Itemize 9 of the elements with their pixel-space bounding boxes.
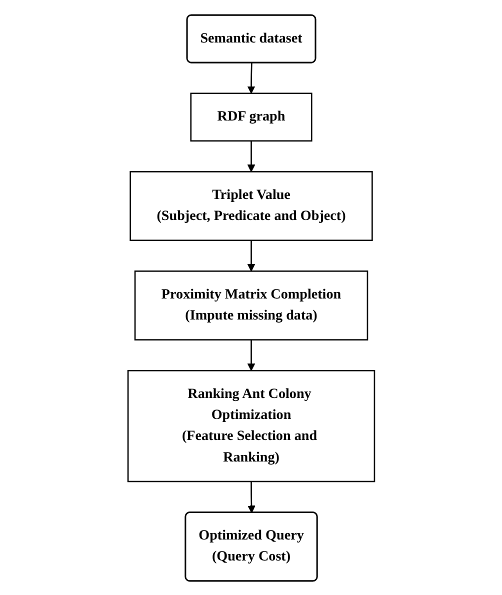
node-box: Triplet Value (Subject, Predicate and Object) bbox=[129, 170, 373, 240]
arrow bbox=[247, 339, 255, 370]
arrow bbox=[247, 481, 256, 513]
node-box: Proximity Matrix Completion (Impute missing data) bbox=[134, 270, 368, 340]
arrow bbox=[247, 140, 255, 172]
node-box: Ranking Ant Colony Optimization (Feature Selection and Ranking) bbox=[127, 369, 375, 482]
node-box: RDF graph bbox=[190, 92, 312, 142]
arrow bbox=[247, 62, 255, 94]
arrow bbox=[247, 240, 255, 271]
